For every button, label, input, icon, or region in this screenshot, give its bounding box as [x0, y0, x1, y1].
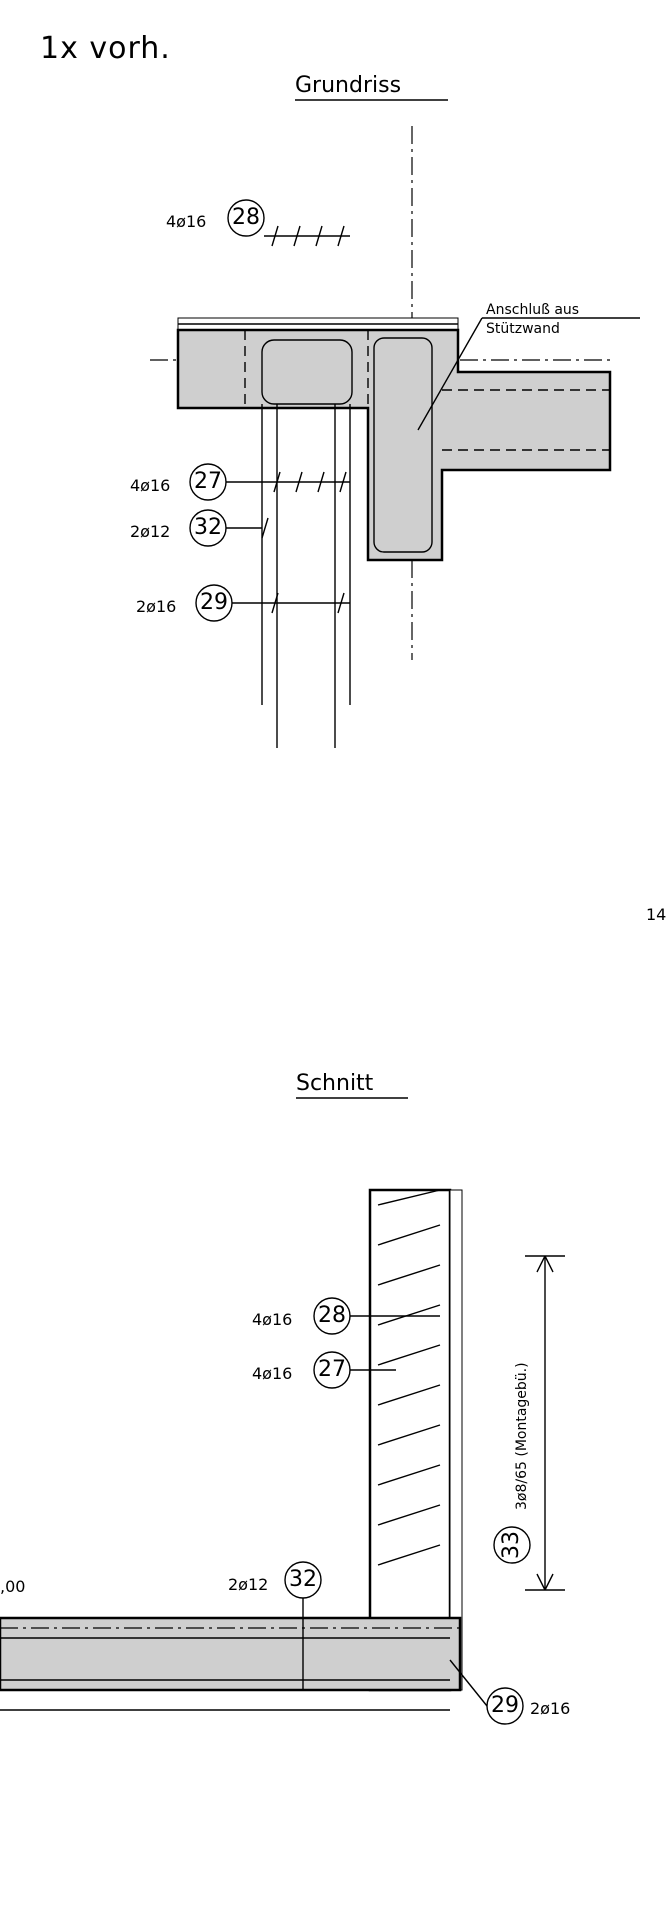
section-bar-29-mark: 29 — [491, 1693, 519, 1718]
plan-bar-29-ticks — [271, 592, 345, 614]
section-title: Schnitt — [296, 1071, 374, 1096]
plan-bar-32-label: 2ø12 — [130, 522, 170, 541]
plan-title: Grundriss — [295, 73, 401, 98]
plan-bar-29-mark: 29 — [200, 590, 228, 615]
plan-concrete-body — [176, 328, 612, 562]
section-slab — [0, 1616, 462, 1692]
section-vertical-label: 3ø8/65 (Montagebü.) — [514, 1362, 530, 1510]
section-insulation — [449, 1189, 463, 1691]
section-level-fragment: ,00 — [0, 1577, 25, 1596]
plan-bar-29-label: 2ø16 — [136, 597, 176, 616]
section-bar-32-label: 2ø12 — [228, 1575, 268, 1594]
plan-bar-32-mark: 32 — [194, 515, 222, 540]
header-fragment: 1x vorh. — [40, 31, 171, 66]
plan-hidden-lines — [244, 329, 369, 560]
section-slab-lines — [0, 1637, 450, 1711]
section-bar-27-mark: 27 — [318, 1357, 346, 1382]
plan-annotation-leader — [417, 317, 483, 431]
plan-bar-28-mark: 28 — [232, 205, 260, 230]
plan-rebar-cage-1 — [261, 339, 353, 405]
plan-bar-28-circle — [227, 199, 265, 237]
section-bar-29-leader — [449, 1659, 488, 1707]
section-bar-33-mark: 33 — [499, 1531, 524, 1559]
plan-wall-hidden-lines — [442, 389, 610, 451]
plan-bar-32-ticks — [261, 517, 269, 539]
section-wall — [368, 1188, 452, 1692]
section-bar-28-mark: 28 — [318, 1303, 346, 1328]
plan-bar-lines — [261, 404, 351, 748]
plan-rebar-cage-2 — [373, 337, 433, 553]
plan-bar-27-mark: 27 — [194, 469, 222, 494]
plan-bar-27-ticks — [273, 471, 347, 493]
plan-annotation-line2: Stützwand — [486, 321, 560, 337]
section-bar-33-circle — [493, 1526, 531, 1564]
section-wall-hatch — [377, 1189, 441, 1566]
section-bar-32-mark: 32 — [289, 1567, 317, 1592]
section-bar-27-label: 4ø16 — [252, 1364, 292, 1383]
plan-bar-28-label: 4ø16 — [166, 212, 206, 231]
plan-annotation-line1: Anschluß aus — [486, 302, 579, 318]
section-bar-28-label: 4ø16 — [252, 1310, 292, 1329]
section-bar-29-label: 2ø16 — [530, 1699, 570, 1718]
section-dimension-arrows — [536, 1255, 554, 1591]
plan-bar-28-ticks — [271, 225, 345, 247]
margin-fragment: 14 — [646, 905, 666, 924]
plan-bar-27-label: 4ø16 — [130, 476, 170, 495]
